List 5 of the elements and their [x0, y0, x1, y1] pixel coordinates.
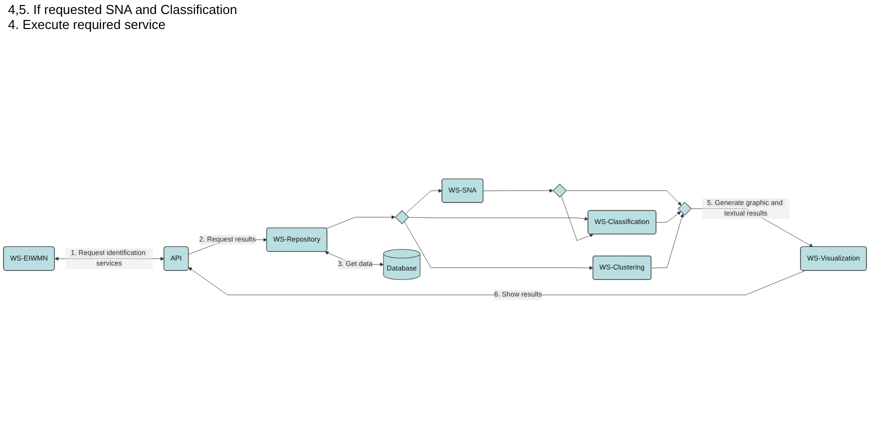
node-diamond	[552, 184, 567, 198]
note-text: 4,5. If requested SNA and Classification	[8, 2, 238, 17]
node-diamond	[394, 210, 410, 224]
note-text: 4. Execute required service	[8, 17, 167, 32]
node-diamond	[678, 202, 692, 216]
